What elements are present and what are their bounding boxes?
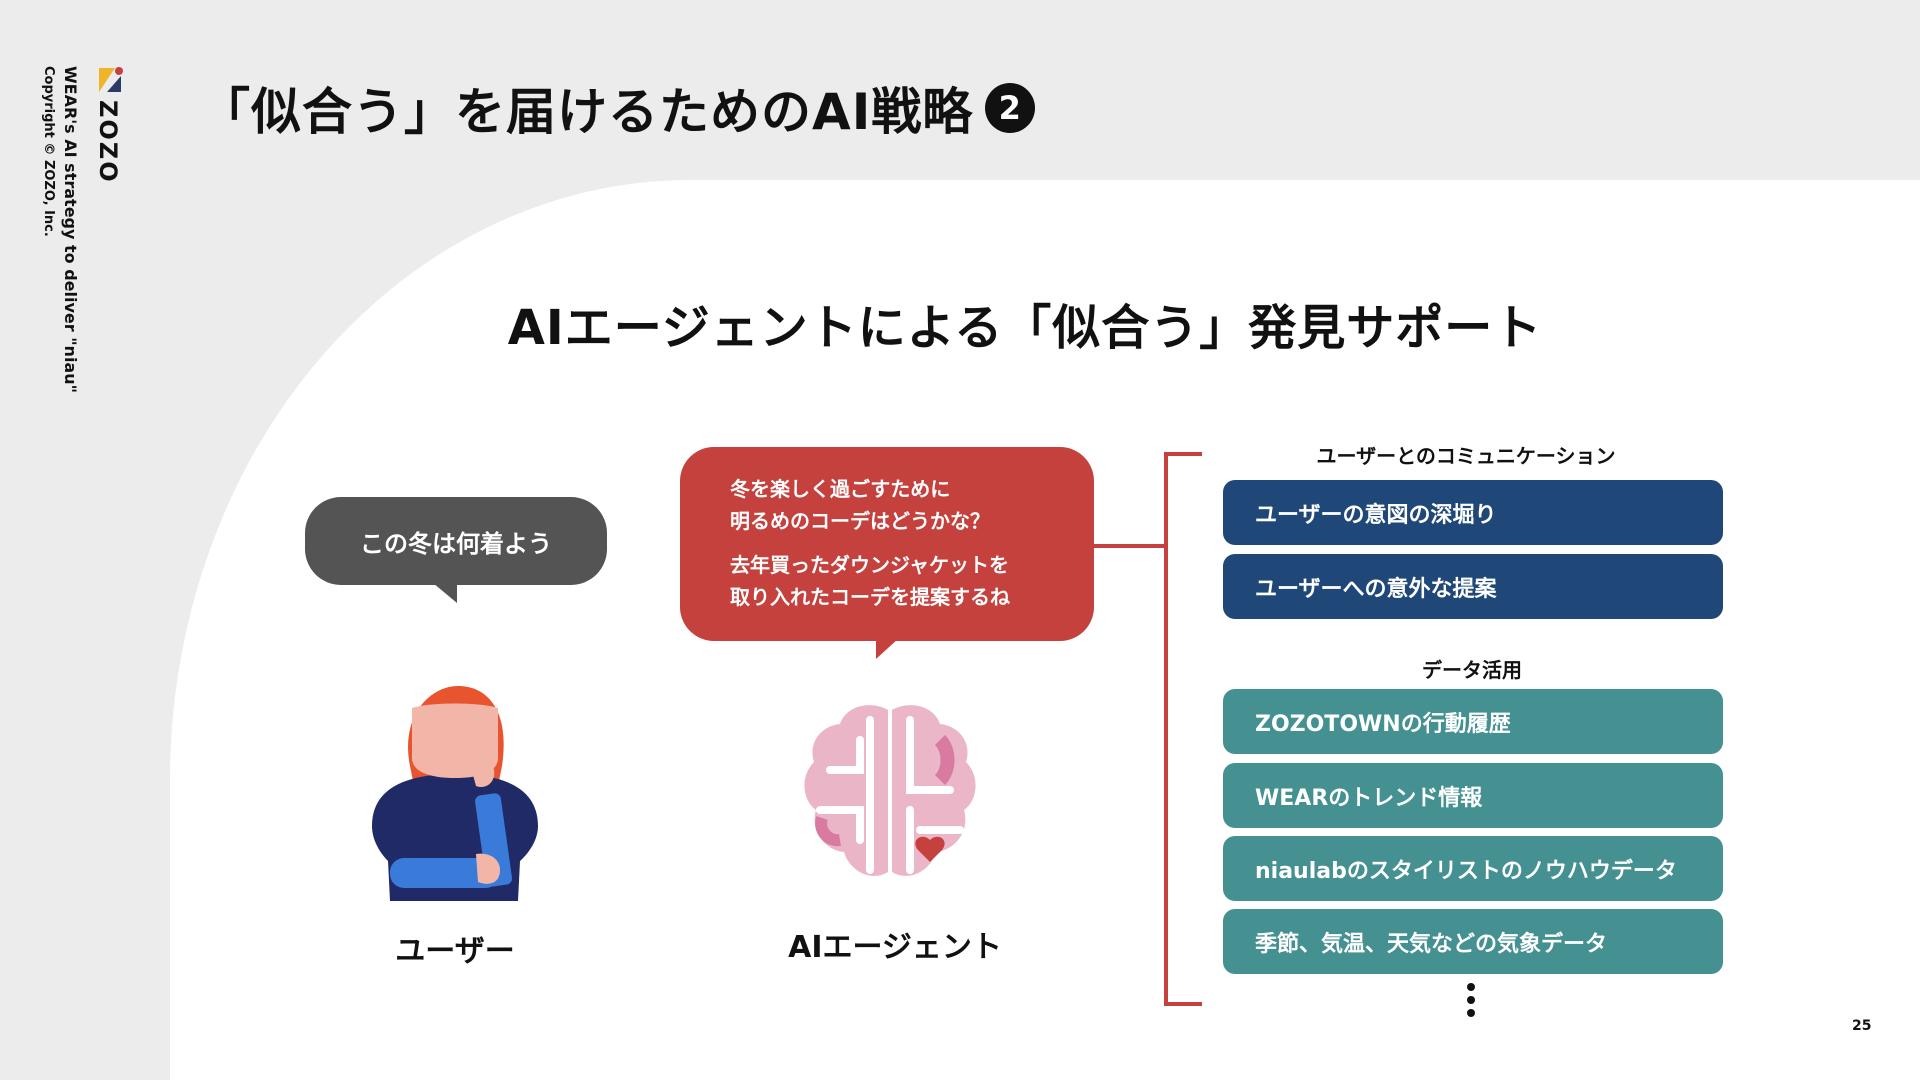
data-usage-item: ZOZOTOWNの行動履歴 xyxy=(1223,689,1723,754)
agent-label: AIエージェント xyxy=(770,922,1020,966)
bubble-tail xyxy=(876,639,898,659)
agent-speech-line: 明るめのコーデはどうかな？ xyxy=(730,505,1094,537)
user-speech-text: この冬は何着よう xyxy=(360,524,552,559)
vertical-ellipsis-icon xyxy=(1466,982,1476,1018)
page-number: 25 xyxy=(1852,1018,1871,1034)
brand-name: ZOZO xyxy=(94,100,122,184)
page-title: 「似合う」を届けるためのAI戦略 2 xyxy=(200,72,1035,144)
communication-heading: ユーザーとのコミュニケーション xyxy=(1216,440,1716,469)
data-usage-heading: データ活用 xyxy=(1222,654,1722,683)
page-title-text: 「似合う」を届けるためのAI戦略 xyxy=(200,72,973,144)
agent-speech-line: 去年買ったダウンジャケットを xyxy=(730,549,1094,581)
user-thinking-icon xyxy=(370,686,540,906)
title-number-badge: 2 xyxy=(985,83,1035,133)
communication-item: ユーザーへの意外な提案 xyxy=(1223,554,1723,619)
section-title: AIエージェントによる「似合う」発見サポート xyxy=(0,288,1920,358)
user-speech-bubble: この冬は何着よう xyxy=(305,497,607,585)
communication-item: ユーザーの意図の深堀り xyxy=(1223,480,1723,545)
zozo-logo-icon xyxy=(97,66,123,94)
bubble-tail xyxy=(433,583,457,603)
agent-speech-line: 取り入れたコーデを提案するね xyxy=(730,581,1094,613)
connector-bracket xyxy=(1094,450,1204,1010)
user-label: ユーザー xyxy=(355,926,555,970)
agent-speech-bubble: 冬を楽しく過ごすために 明るめのコーデはどうかな？ 去年買ったダウンジャケットを… xyxy=(680,447,1094,641)
brain-heart-icon xyxy=(800,700,980,885)
agent-speech-line: 冬を楽しく過ごすために xyxy=(730,473,1094,505)
data-usage-item: niaulabのスタイリストのノウハウデータ xyxy=(1223,836,1723,901)
data-usage-item: 季節、気温、天気などの気象データ xyxy=(1223,909,1723,974)
copyright: Copyright © ZOZO, Inc. xyxy=(41,66,56,237)
data-usage-item: WEARのトレンド情報 xyxy=(1223,763,1723,828)
